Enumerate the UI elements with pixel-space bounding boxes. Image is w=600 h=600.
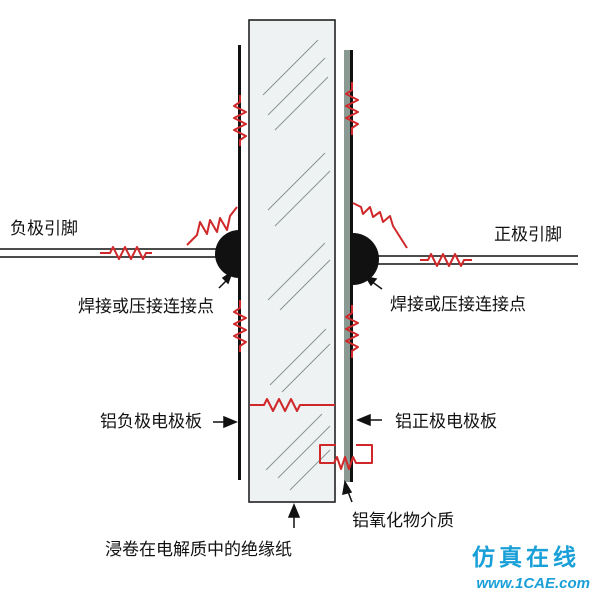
label-weld-right: 焊接或压接连接点 bbox=[390, 295, 526, 315]
resistor-oxide-bracket bbox=[319, 444, 373, 470]
resistor-neg-upper bbox=[233, 95, 247, 146]
paper-hatching bbox=[262, 39, 331, 491]
watermark-logo-text: 仿真在线 bbox=[472, 545, 580, 571]
label-al-negative: 铝负极电极板 bbox=[100, 412, 202, 432]
label-negative-lead: 负极引脚 bbox=[10, 219, 78, 239]
resistor-neg-lead bbox=[100, 246, 152, 260]
resistor-paper bbox=[250, 398, 335, 412]
resistor-pos-lower bbox=[345, 305, 359, 358]
negative-electrode-plate bbox=[238, 45, 241, 480]
label-oxide: 铝氧化物介质 bbox=[352, 511, 454, 531]
arrow-al-negative bbox=[213, 415, 238, 429]
oxide-dielectric-layer bbox=[344, 50, 350, 482]
weld-point-right bbox=[353, 233, 379, 285]
resistor-pos-diagonal bbox=[352, 202, 408, 249]
resistor-neg-lower bbox=[233, 300, 247, 352]
insulating-paper bbox=[248, 19, 336, 503]
arrow-al-positive bbox=[356, 413, 382, 427]
resistor-neg-diagonal bbox=[186, 206, 238, 246]
resistor-pos-upper bbox=[345, 82, 359, 135]
arrow-paper bbox=[287, 503, 301, 528]
arrow-oxide bbox=[342, 479, 353, 503]
label-weld-left: 焊接或压接连接点 bbox=[78, 297, 214, 317]
resistor-pos-lead bbox=[420, 253, 472, 267]
label-positive-lead: 正极引脚 bbox=[494, 225, 562, 245]
positive-electrode-plate bbox=[350, 50, 353, 482]
arrow-weld-left bbox=[218, 270, 234, 289]
weld-point-left bbox=[215, 230, 239, 278]
label-paper: 浸卷在电解质中的绝缘纸 bbox=[105, 540, 292, 560]
arrow-weld-right bbox=[364, 275, 383, 290]
positive-lead-wire bbox=[360, 255, 578, 265]
watermark-url: www.1CAE.com bbox=[476, 575, 590, 592]
label-al-positive: 铝正极电极板 bbox=[395, 412, 497, 432]
